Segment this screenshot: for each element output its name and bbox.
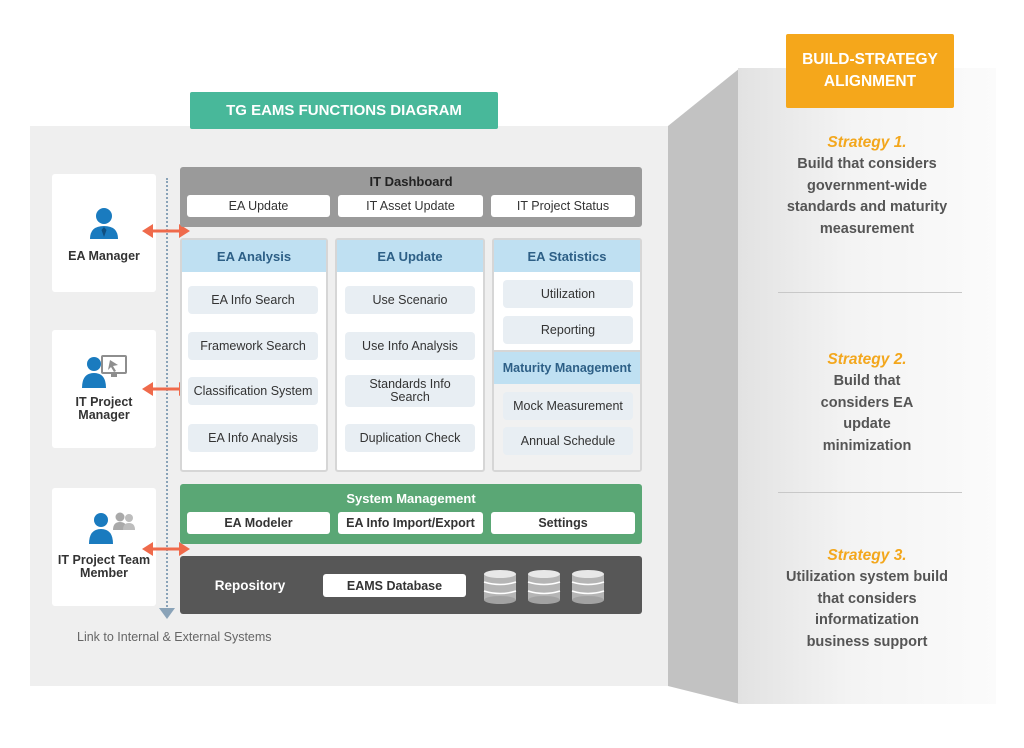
system-management-title: System Management [346,490,476,506]
dashboard-item-ea-update[interactable]: EA Update [187,195,330,217]
team-member-group-icon [89,512,135,544]
panel-3d-side [668,68,740,704]
database-icon [571,570,605,604]
user-label: IT Project Manager [52,396,156,422]
dotted-connector-line [166,178,168,610]
menu-item[interactable]: EA Info Analysis [188,424,318,452]
system-item-ea-info-import-export[interactable]: EA Info Import/Export [338,512,483,534]
system-item-ea-modeler[interactable]: EA Modeler [187,512,330,534]
it-dashboard: IT Dashboard EA Update IT Asset Update I… [180,167,642,227]
diagram-title: TG EAMS FUNCTIONS DIAGRAM [190,92,498,129]
column-header: EA Statistics [494,240,640,272]
user-label: IT Project Team Member [52,554,156,580]
system-item-settings[interactable]: Settings [491,512,635,534]
maturity-header: Maturity Management [494,352,640,384]
menu-item[interactable]: EA Info Search [188,286,318,314]
menu-item[interactable]: Framework Search [188,332,318,360]
user-card-it-project-team-member: IT Project Team Member [52,488,156,606]
manager-person-icon [90,208,118,239]
project-manager-computer-icon [82,355,127,388]
strategy-list: Strategy 1. Build that considers governm… [738,0,996,748]
double-arrow-icon [142,224,190,238]
ea-analysis-column: EA Analysis EA Info Search Framework Sea… [180,238,328,472]
strategy-number: Strategy 1. [827,134,907,151]
dashboard-item-it-project-status[interactable]: IT Project Status [491,195,635,217]
menu-item[interactable]: Annual Schedule [503,427,633,455]
user-card-it-project-manager: IT Project Manager [52,330,156,448]
user-label-text: IT Project Team Member [57,553,151,580]
double-arrow-icon [142,542,190,556]
dashboard-title: IT Dashboard [369,173,453,189]
menu-item[interactable]: Utilization [503,280,633,308]
column-header: EA Analysis [182,240,326,272]
menu-item[interactable]: Standards Info Search [345,375,475,407]
divider [778,292,962,293]
strategy-text: Utilization system build that considers … [786,569,948,650]
user-label-text: IT Project Manager [75,395,133,422]
strategy-number: Strategy 3. [827,547,907,564]
user-label: EA Manager [68,249,140,263]
ea-statistics-column: EA Statistics Utilization Reporting Matu… [492,238,642,472]
alignment-badge: BUILD-STRATEGY ALIGNMENT [786,34,954,108]
repository: Repository EAMS Database [180,556,642,614]
menu-item[interactable]: Use Info Analysis [345,332,475,360]
menu-item[interactable]: Mock Measurement [503,392,633,420]
maturity-management-box: Maturity Management Mock Measurement Ann… [494,350,640,470]
database-icon [527,570,561,604]
menu-item[interactable]: Reporting [503,316,633,344]
database-icon [483,570,517,604]
eams-database-label[interactable]: EAMS Database [323,574,466,597]
menu-item[interactable]: Use Scenario [345,286,475,314]
menu-item[interactable]: Duplication Check [345,424,475,452]
link-arrow-down-icon [159,608,175,619]
system-management: System Management EA Modeler EA Info Imp… [180,484,642,544]
divider [778,492,962,493]
alignment-panel [738,68,996,704]
user-card-ea-manager: EA Manager [52,174,156,292]
strategy-text: Build that considers government-wide sta… [786,156,948,237]
strategy-text: Build that considers EA update minimizat… [820,373,914,454]
alignment-badge-text: BUILD-STRATEGY ALIGNMENT [802,51,938,90]
menu-item[interactable]: Classification System [188,377,318,405]
column-header: EA Update [337,240,483,272]
dashboard-item-it-asset-update[interactable]: IT Asset Update [338,195,483,217]
strategy-number: Strategy 2. [827,351,907,368]
repository-title: Repository [214,577,286,593]
menu-item-text: Standards Info Search [369,377,451,404]
link-text: Link to Internal & External Systems [77,630,272,644]
ea-update-column: EA Update Use Scenario Use Info Analysis… [335,238,485,472]
